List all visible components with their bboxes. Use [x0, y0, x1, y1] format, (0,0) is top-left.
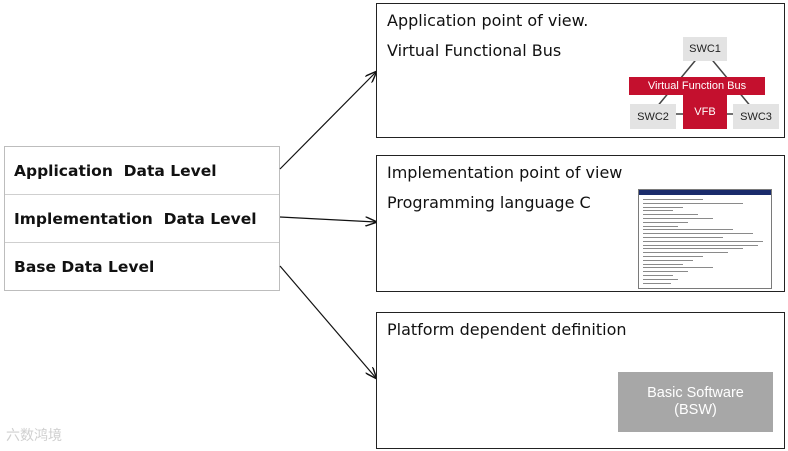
- implementation-view-subtitle: Programming language C: [387, 193, 591, 212]
- code-line: [643, 210, 673, 212]
- code-line: [643, 282, 671, 284]
- code-line: [643, 248, 743, 250]
- watermark-logo: 六数鸿境: [6, 428, 62, 444]
- arrow-to-application: [279, 72, 376, 170]
- platform-definition-title: Platform dependent definition: [387, 320, 627, 339]
- swc2-block: SWC2: [630, 104, 676, 129]
- vfb-diagram: SWC1 Virtual Function Bus VFB SWC2 SWC3: [627, 32, 779, 132]
- code-line: [643, 278, 678, 280]
- code-line: [643, 214, 698, 216]
- code-line: [643, 229, 733, 231]
- code-line: [643, 240, 763, 242]
- code-line: [643, 275, 673, 276]
- implementation-view-title: Implementation point of view: [387, 163, 623, 182]
- swc1-block: SWC1: [683, 37, 727, 61]
- code-line: [643, 218, 713, 219]
- data-levels-table: Application Data Level Implementation Da…: [4, 146, 280, 291]
- code-line: [643, 206, 683, 208]
- application-view-box: Application point of view. Virtual Funct…: [376, 3, 785, 138]
- application-view-title: Application point of view.: [387, 11, 589, 30]
- code-line: [643, 202, 743, 204]
- code-line: [643, 259, 693, 261]
- code-line: [643, 267, 713, 269]
- code-line: [643, 271, 688, 273]
- code-line: [643, 263, 683, 265]
- swc3-block: SWC3: [733, 104, 779, 129]
- code-window-titlebar: [639, 190, 771, 195]
- level-application: Application Data Level: [5, 147, 279, 195]
- code-line: [643, 237, 723, 238]
- implementation-view-box: Implementation point of view Programming…: [376, 155, 785, 292]
- virtual-function-bus-bar: Virtual Function Bus: [629, 77, 765, 95]
- c-code-thumbnail: [638, 189, 772, 289]
- basic-software-block: Basic Software (BSW): [618, 372, 773, 432]
- code-line: [643, 244, 758, 246]
- code-line: [643, 225, 678, 227]
- code-line: [643, 256, 703, 257]
- code-line: [643, 199, 703, 200]
- level-implementation: Implementation Data Level: [5, 195, 279, 243]
- code-line: [643, 233, 753, 235]
- bsw-abbrev: (BSW): [674, 402, 717, 418]
- arrow-to-implementation: [279, 216, 376, 222]
- code-line: [643, 252, 728, 254]
- vfb-block: VFB: [683, 95, 727, 129]
- bsw-label: Basic Software: [647, 385, 744, 401]
- code-line: [643, 221, 688, 223]
- platform-definition-box: Platform dependent definition Basic Soft…: [376, 312, 785, 449]
- arrow-to-platform: [279, 265, 376, 378]
- application-view-subtitle: Virtual Functional Bus: [387, 41, 562, 60]
- level-base: Base Data Level: [14, 257, 155, 276]
